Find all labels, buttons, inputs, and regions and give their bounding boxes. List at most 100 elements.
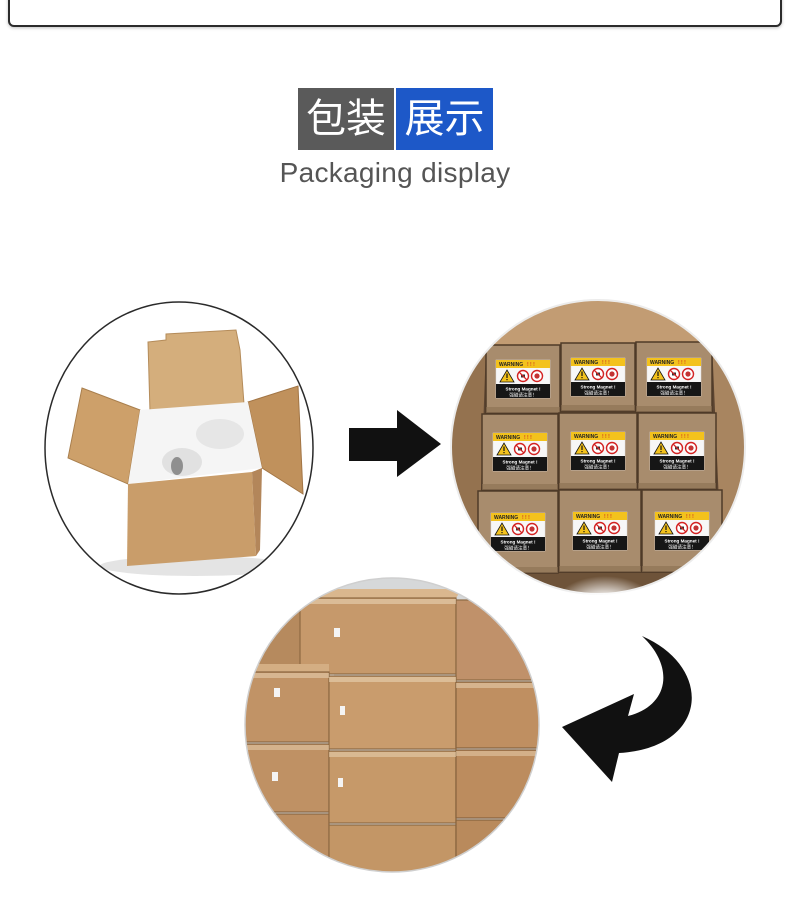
warning-label-line1: Strong Magnet ! xyxy=(506,386,541,391)
warning-label: WARNING! ! !Strong Magnet !强磁请注意！ xyxy=(649,431,705,470)
hazard-triangle-dot xyxy=(583,531,585,533)
hazard-triangle-icon xyxy=(576,521,592,535)
foam-cavity xyxy=(196,419,244,449)
warning-label-title: WARNING xyxy=(499,362,523,368)
warning-label-title: WARNING xyxy=(496,435,520,441)
warning-label-line1: Strong Magnet ! xyxy=(501,539,536,544)
carton xyxy=(245,813,330,872)
warning-label-title: WARNING xyxy=(658,514,682,520)
warning-label-marks: ! ! ! xyxy=(527,362,535,368)
hazard-triangle-mark xyxy=(660,445,662,450)
warning-label-line2: 强磁请注意！ xyxy=(506,464,534,471)
caution-circle-symbol xyxy=(693,525,699,531)
caution-circle-icon xyxy=(605,367,619,381)
warning-label: WARNING! ! !Strong Magnet !强磁请注意！ xyxy=(492,432,548,471)
carton-sticker xyxy=(274,688,280,697)
hazard-triangle-mark xyxy=(503,446,505,451)
hazard-triangle-mark xyxy=(506,373,508,378)
warning-label-title: WARNING xyxy=(576,514,600,520)
prohibited-circle-icon xyxy=(667,367,681,381)
prohibited-circle-icon xyxy=(511,522,525,536)
warning-label-line2: 强磁请注意！ xyxy=(584,389,612,396)
packing-tape xyxy=(329,752,456,757)
box-back-flap xyxy=(147,329,245,413)
box-right-flap xyxy=(247,385,304,495)
prohibited-circle-slash xyxy=(513,524,523,534)
packing-tape xyxy=(300,599,456,604)
hazard-triangle-mark xyxy=(665,525,667,530)
warning-label-line1: Strong Magnet ! xyxy=(503,459,538,464)
caution-circle-symbol xyxy=(685,371,691,377)
warning-label-title: WARNING xyxy=(650,360,674,366)
warning-label-title: WARNING xyxy=(574,434,598,440)
prohibited-circle-icon xyxy=(516,369,530,383)
magnet-box: WARNING! ! !Strong Magnet !强磁请注意！ xyxy=(477,490,559,574)
photo-circle-border xyxy=(44,301,314,595)
magnet-box: WARNING! ! !Strong Magnet !强磁请注意！ xyxy=(635,341,713,413)
warning-label: WARNING! ! !Strong Magnet !强磁请注意！ xyxy=(654,511,710,550)
hazard-triangle-mark xyxy=(657,371,659,376)
warning-label-marks: ! ! ! xyxy=(522,515,530,521)
magnet-box-edge xyxy=(559,566,641,572)
carton-top-face xyxy=(300,589,462,598)
hazard-triangle-dot xyxy=(657,377,659,379)
carton-sticker xyxy=(340,706,345,715)
caution-circle-icon xyxy=(530,369,544,383)
prohibited-circle-slash xyxy=(677,523,687,533)
carton xyxy=(328,824,457,872)
warning-label-title: WARNING xyxy=(494,515,518,521)
magnet-box: WARNING! ! !Strong Magnet !强磁请注意！ xyxy=(558,489,642,573)
warning-label-marks: ! ! ! xyxy=(602,434,610,440)
hazard-triangle-icon xyxy=(499,369,515,383)
warning-label-header xyxy=(491,513,545,521)
warning-label-band xyxy=(571,382,625,396)
warning-label-band xyxy=(573,536,627,550)
hazard-triangle-icon xyxy=(494,522,510,536)
warning-label: WARNING! ! !Strong Magnet !强磁请注意！ xyxy=(490,512,546,551)
magnet-box: WARNING! ! !Strong Magnet !强磁请注意！ xyxy=(560,342,636,412)
hazard-triangle-icon xyxy=(658,521,674,535)
warning-label: WARNING! ! !Strong Magnet !强磁请注意！ xyxy=(570,431,626,470)
carton xyxy=(299,597,457,675)
carton xyxy=(245,743,330,813)
warning-label-line1: Strong Magnet ! xyxy=(581,458,616,463)
hazard-triangle-dot xyxy=(503,452,505,454)
step-stacked-cartons-photo xyxy=(244,577,540,873)
caution-circle-icon xyxy=(684,441,698,455)
caution-circle-symbol xyxy=(609,445,615,451)
caution-circle-symbol xyxy=(529,526,535,532)
warning-label-band xyxy=(650,456,704,470)
warning-label-header xyxy=(571,358,625,366)
magnet-box: WARNING! ! !Strong Magnet !强磁请注意！ xyxy=(558,412,638,490)
photo-circle-border xyxy=(244,577,540,873)
warning-label-marks: ! ! ! xyxy=(686,514,694,520)
open-box-photo-clip xyxy=(45,302,313,594)
warning-label-header xyxy=(571,432,625,440)
carton xyxy=(455,749,539,819)
caution-circle-symbol xyxy=(531,446,537,452)
carton-grid: WARNING! ! !Strong Magnet !强磁请注意！WARNING… xyxy=(477,341,723,574)
warning-label-header xyxy=(573,512,627,520)
carton xyxy=(328,750,457,824)
step-open-box-photo xyxy=(44,301,314,595)
warning-label-header xyxy=(655,512,709,520)
magnet-box-edge xyxy=(636,406,712,412)
light-haze xyxy=(550,576,660,648)
warning-label: WARNING! ! !Strong Magnet !强磁请注意！ xyxy=(570,357,626,396)
warning-label-line1: Strong Magnet ! xyxy=(583,538,618,543)
hazard-triangle-dot xyxy=(501,532,503,534)
warning-label-band xyxy=(491,537,545,551)
magnet-box: WARNING! ! !Strong Magnet !强磁请注意！ xyxy=(481,413,559,491)
warning-label-band xyxy=(655,536,709,550)
hazard-triangle-dot xyxy=(660,451,662,453)
prohibited-circle-icon xyxy=(591,367,605,381)
magnet-box-edge xyxy=(482,484,558,490)
warning-label-band xyxy=(647,382,701,396)
caution-circle-icon xyxy=(607,521,621,535)
warning-label-line2: 强磁请注意！ xyxy=(586,543,614,550)
hazard-triangle-icon xyxy=(653,441,669,455)
warning-label-line2: 强磁请注意！ xyxy=(668,543,696,550)
warning-label-header xyxy=(496,360,550,368)
